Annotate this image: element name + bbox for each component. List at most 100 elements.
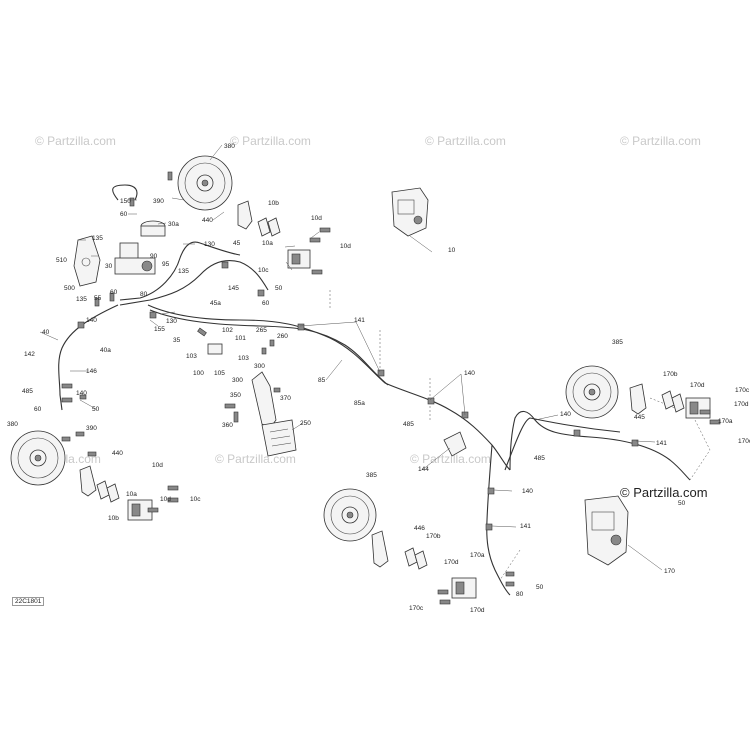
brake-disc-bottom xyxy=(323,488,377,542)
callout-30: 30 xyxy=(105,263,113,270)
brake-lines xyxy=(58,184,691,596)
callout-170d-d: 170d xyxy=(470,607,485,614)
callout-50-d: 50 xyxy=(536,584,544,591)
callout-45: 45 xyxy=(233,240,241,247)
master-cylinder xyxy=(114,220,166,275)
callout-60-b: 60 xyxy=(262,300,270,307)
brake-line-front-b xyxy=(119,241,241,301)
callout-170c-b: 170c xyxy=(738,438,750,445)
callout-140-c: 140 xyxy=(464,370,475,377)
callout-10b: 10b xyxy=(268,200,279,207)
callout-103: 103 xyxy=(186,353,197,360)
watermark: © Partzilla.com xyxy=(35,134,116,148)
callout-140-b: 140 xyxy=(76,390,87,397)
dashed-guides xyxy=(329,290,711,581)
callout-141-c: 141 xyxy=(520,523,531,530)
callout-101: 101 xyxy=(235,335,246,342)
callout-10d-c: 10d xyxy=(152,462,163,469)
callout-130: 130 xyxy=(204,241,215,248)
callout-10b-b: 10b xyxy=(108,515,119,522)
callout-60: 60 xyxy=(120,211,128,218)
leader-lines xyxy=(39,144,663,571)
callout-170a-b: 170a xyxy=(470,552,485,559)
callout-85: 85 xyxy=(318,377,326,384)
callout-170d: 170d xyxy=(690,382,705,389)
callout-155: 155 xyxy=(154,326,165,333)
callout-300-b: 300 xyxy=(254,363,265,370)
callout-142: 142 xyxy=(24,351,35,358)
callout-130-b: 130 xyxy=(166,318,177,325)
caliper-brackets xyxy=(79,200,647,568)
callout-10a: 10a xyxy=(262,240,273,247)
callout-440: 440 xyxy=(202,217,213,224)
brake-line-front-left xyxy=(58,304,119,411)
callout-35: 35 xyxy=(173,337,181,344)
line-clips xyxy=(77,261,639,531)
callout-135: 135 xyxy=(92,235,103,242)
caliper-rear-right xyxy=(685,397,711,419)
bolts xyxy=(61,171,721,605)
callout-446: 446 xyxy=(414,525,425,532)
callout-380: 380 xyxy=(224,143,235,150)
callout-60-d: 60 xyxy=(34,406,42,413)
callout-500: 500 xyxy=(64,285,75,292)
callout-390-b: 390 xyxy=(86,425,97,432)
callout-170: 170 xyxy=(664,568,675,575)
callout-300: 300 xyxy=(232,377,243,384)
brake-disc-top xyxy=(177,155,233,211)
brake-light-switch xyxy=(197,327,223,355)
caliper-rear-bottom xyxy=(451,577,477,599)
callout-140-e: 140 xyxy=(522,488,533,495)
callout-102: 102 xyxy=(222,327,233,334)
caliper-assembly-10 xyxy=(391,187,429,237)
callout-170c: 170c xyxy=(735,387,750,394)
callout-10c: 10c xyxy=(258,267,269,274)
brake-pedal xyxy=(251,371,297,457)
callout-440-b: 440 xyxy=(112,450,123,457)
callout-80: 80 xyxy=(140,291,148,298)
callout-10d-b: 10d xyxy=(340,243,351,250)
callout-80-b: 80 xyxy=(516,591,524,598)
watermark: © Partzilla.com xyxy=(620,134,701,148)
brake-line-main-85a xyxy=(149,309,389,386)
callout-141-b: 141 xyxy=(656,440,667,447)
caliper-assembly-170 xyxy=(584,495,629,566)
callout-103-b: 103 xyxy=(238,355,249,362)
brake-line-rear-140b xyxy=(504,417,621,471)
watermark: © Partzilla.com xyxy=(410,452,491,466)
callout-385-b: 385 xyxy=(366,472,377,479)
callout-510: 510 xyxy=(56,257,67,264)
callout-141: 141 xyxy=(354,317,365,324)
brake-line-front-a xyxy=(119,259,269,306)
callout-485-b: 485 xyxy=(403,421,414,428)
callout-140-d: 140 xyxy=(560,411,571,418)
brake-pads xyxy=(96,217,685,570)
watermarks: © Partzilla.com © Partzilla.com © Partzi… xyxy=(20,134,701,466)
callout-170b-b: 170b xyxy=(426,533,441,540)
brake-disc-left xyxy=(10,430,66,486)
callout-170d-b: 170d xyxy=(734,401,749,408)
callout-445: 445 xyxy=(634,414,645,421)
callout-485-c: 485 xyxy=(534,455,545,462)
callout-144: 144 xyxy=(418,466,429,473)
callout-30a: 30a xyxy=(168,221,179,228)
callout-55: 55 xyxy=(94,295,102,302)
callout-170a: 170a xyxy=(718,418,733,425)
callout-105: 105 xyxy=(214,370,225,377)
callout-95: 95 xyxy=(162,261,170,268)
callout-146: 146 xyxy=(86,368,97,375)
callout-85a: 85a xyxy=(354,400,365,407)
callout-170b: 170b xyxy=(663,371,678,378)
caliper-front-left xyxy=(127,499,153,521)
callout-50: 50 xyxy=(275,285,283,292)
callout-100: 100 xyxy=(193,370,204,377)
callout-45a: 45a xyxy=(210,300,221,307)
callout-40: 40 xyxy=(42,329,50,336)
brake-line-rear-141 xyxy=(509,410,691,481)
watermark: © Partzilla.com xyxy=(230,134,311,148)
master-cylinder-bracket xyxy=(73,235,101,287)
callout-60-c: 60 xyxy=(110,289,118,296)
callout-10a-b: 10a xyxy=(126,491,137,498)
callout-90: 90 xyxy=(150,253,158,260)
